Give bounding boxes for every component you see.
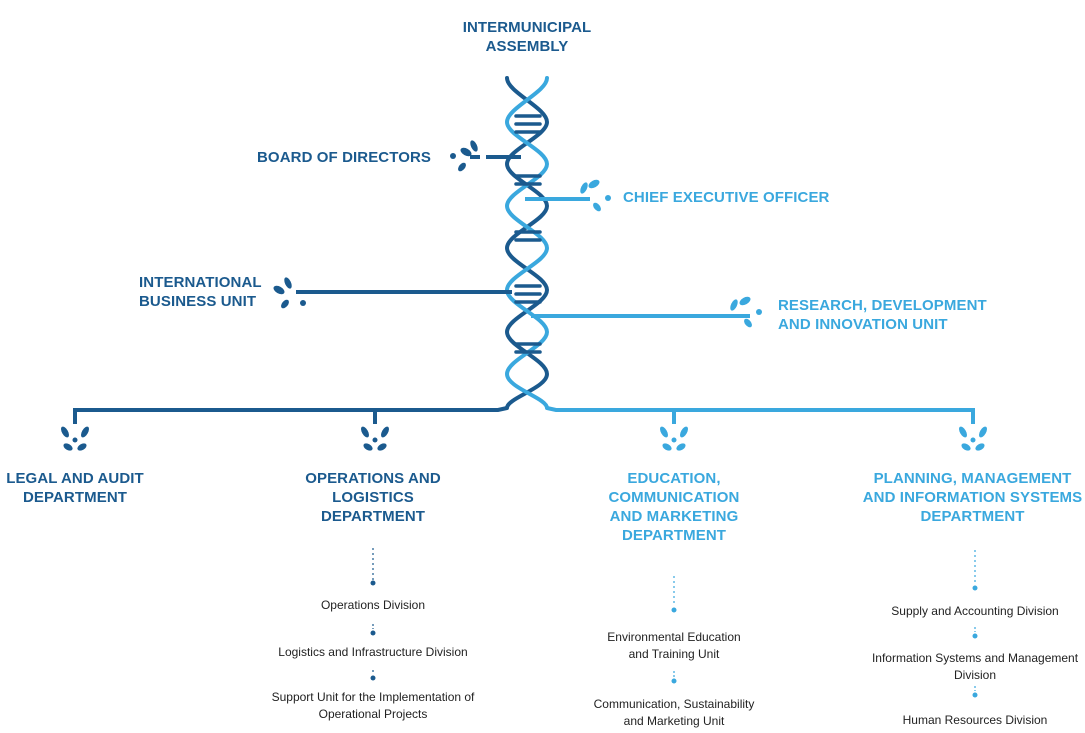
node-operations-logistics-department: OPERATIONS AND LOGISTICS DEPARTMENT xyxy=(283,469,463,526)
node-label-line: DEPARTMENT xyxy=(621,527,727,544)
node-label-line: AND MARKETING xyxy=(609,508,739,525)
sprout-icon-operations xyxy=(361,426,389,451)
unit-environmental-education-training: Environmental Education and Training Uni… xyxy=(554,629,794,663)
node-label-line: LOGISTICS xyxy=(332,489,414,506)
unit-logistics-infrastructure-division: Logistics and Infrastructure Division xyxy=(233,644,513,661)
node-label-line: EDUCATION, xyxy=(627,470,721,487)
node-label-line: INTERMUNICIPAL xyxy=(462,19,592,36)
dna-strand-dark xyxy=(504,76,550,410)
unit-label-line: Information Systems and Management xyxy=(871,651,1079,665)
unit-support-implementation-operational-projects: Support Unit for the Implementation of O… xyxy=(233,689,513,723)
dotted-connectors-planning xyxy=(972,550,978,698)
connector-lines-dark xyxy=(73,155,521,424)
unit-label-line: Human Resources Division xyxy=(902,713,1048,727)
node-label: CHIEF EXECUTIVE OFFICER xyxy=(623,189,830,206)
unit-label-line: Division xyxy=(953,668,996,682)
node-label-line: LEGAL AND AUDIT xyxy=(6,470,144,487)
unit-label-line: Operational Projects xyxy=(318,707,428,721)
node-label-line: RESEARCH, DEVELOPMENT xyxy=(778,297,987,314)
unit-human-resources-division: Human Resources Division xyxy=(855,712,1085,729)
dna-strand-light xyxy=(504,76,550,410)
unit-label-line: Operations Division xyxy=(320,598,426,612)
connector-lines-light xyxy=(525,197,975,424)
unit-label-line: and Marketing Unit xyxy=(623,714,725,728)
sprout-icon-education xyxy=(660,426,688,451)
node-label-line: AND INFORMATION SYSTEMS xyxy=(862,489,1083,506)
unit-operations-division: Operations Division xyxy=(253,597,493,614)
node-label-line: AND INNOVATION UNIT xyxy=(778,316,948,333)
unit-label-line: Support Unit for the Implementation of xyxy=(271,690,475,704)
unit-label-line: Communication, Sustainability xyxy=(593,697,755,711)
unit-label-line: Environmental Education xyxy=(607,630,741,644)
node-label: BOARD OF DIRECTORS xyxy=(257,149,432,166)
node-label-line: DEPARTMENT xyxy=(320,508,426,525)
node-education-communication-marketing-department: EDUCATION, COMMUNICATION AND MARKETING D… xyxy=(589,469,759,545)
node-legal-audit-department: LEGAL AND AUDIT DEPARTMENT xyxy=(0,469,150,507)
unit-supply-accounting-division: Supply and Accounting Division xyxy=(855,603,1085,620)
unit-information-systems-management-division: Information Systems and Management Divis… xyxy=(855,650,1085,684)
node-planning-management-information-systems-department: PLANNING, MANAGEMENT AND INFORMATION SYS… xyxy=(860,469,1085,526)
node-research-development-innovation-unit: RESEARCH, DEVELOPMENT AND INNOVATION UNI… xyxy=(778,296,987,334)
dotted-connectors-education xyxy=(671,576,677,684)
sprout-icon-international xyxy=(273,277,306,309)
node-label-line: OPERATIONS AND xyxy=(305,470,441,487)
node-international-business-unit: INTERNATIONAL BUSINESS UNIT xyxy=(139,273,262,311)
unit-label-line: and Training Unit xyxy=(628,647,720,661)
dna-rungs xyxy=(514,114,542,354)
node-label-line: PLANNING, MANAGEMENT xyxy=(873,470,1072,487)
node-label-line: ASSEMBLY xyxy=(485,38,569,55)
node-board-of-directors: BOARD OF DIRECTORS xyxy=(257,148,431,167)
node-label-line: INTERNATIONAL xyxy=(139,274,262,291)
node-label-line: BUSINESS UNIT xyxy=(139,293,257,310)
sprout-icon-research xyxy=(730,296,762,328)
unit-communication-sustainability-marketing: Communication, Sustainability and Market… xyxy=(554,696,794,730)
sprout-icon-ceo xyxy=(580,179,611,212)
sprout-icon-board xyxy=(450,140,478,172)
unit-label-line: Logistics and Infrastructure Division xyxy=(278,645,468,659)
dotted-connectors-operations xyxy=(370,548,376,681)
unit-label-line: Supply and Accounting Division xyxy=(891,604,1059,618)
node-label-line: DEPARTMENT xyxy=(920,508,1025,525)
node-label-line: COMMUNICATION xyxy=(608,489,740,506)
node-chief-executive-officer: CHIEF EXECUTIVE OFFICER xyxy=(623,188,829,207)
sprout-icon-legal xyxy=(61,426,89,451)
node-intermunicipal-assembly: INTERMUNICIPAL ASSEMBLY xyxy=(427,18,627,56)
sprout-icon-planning xyxy=(959,426,987,451)
node-label-line: DEPARTMENT xyxy=(22,489,128,506)
